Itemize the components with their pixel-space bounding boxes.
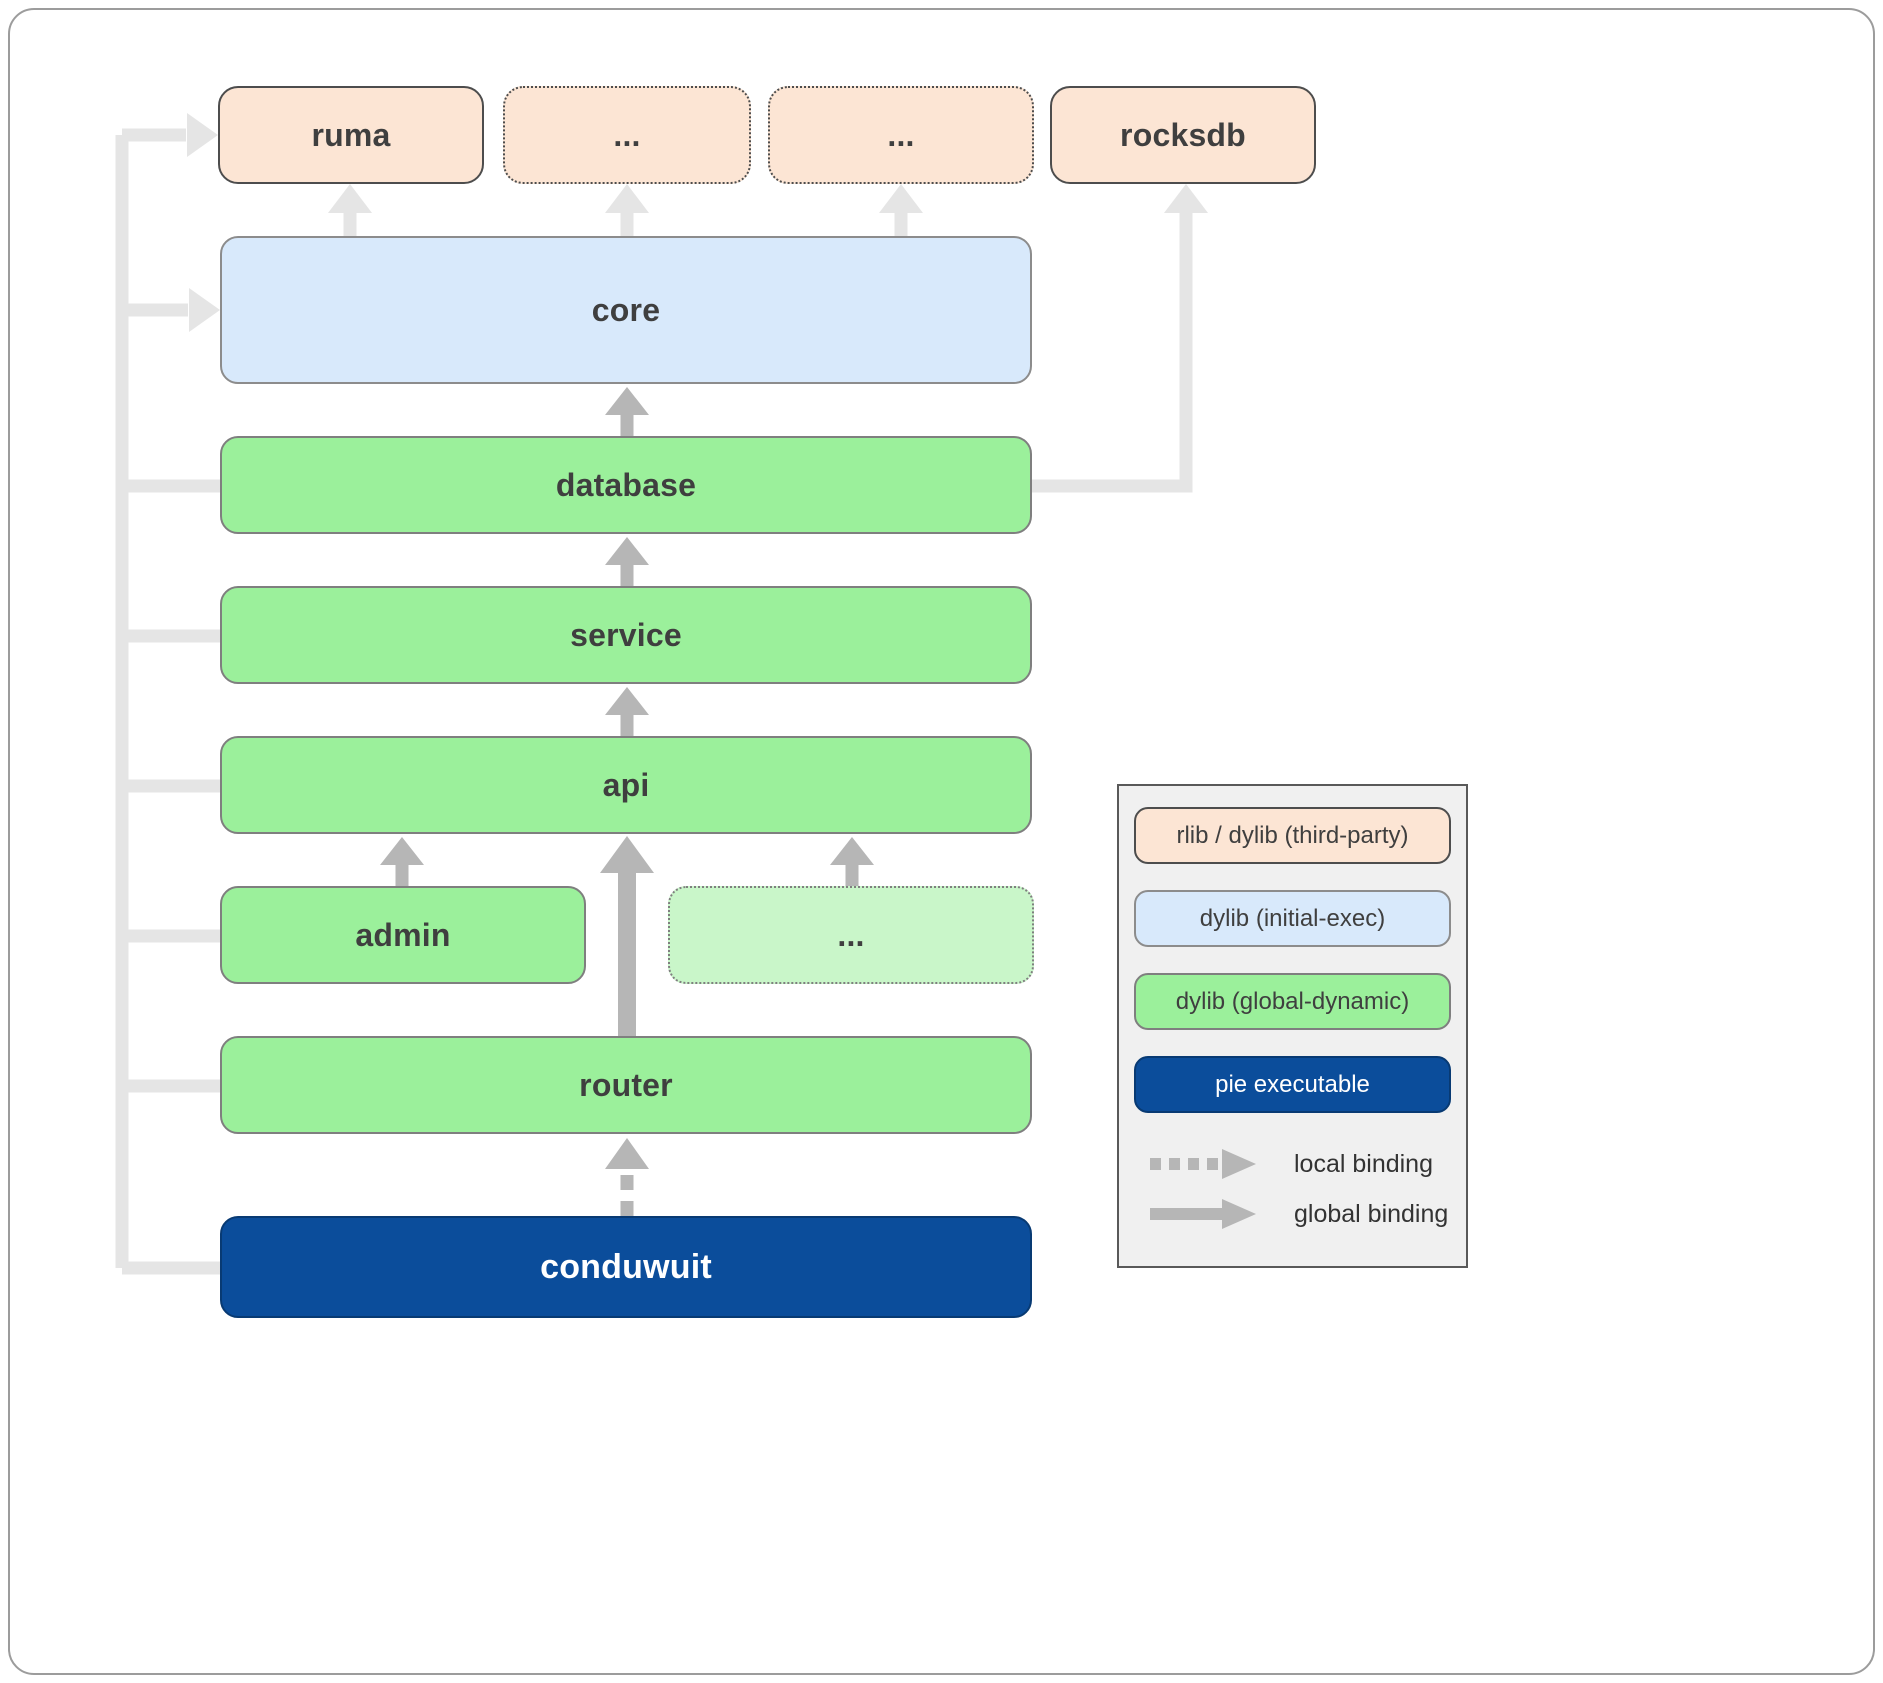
node-label: core (591, 291, 661, 328)
arrow-router-to-api (600, 836, 654, 1036)
node-core: core (220, 236, 1032, 384)
local-binding-arrow-icon (1150, 1149, 1256, 1179)
arrow-database-to-core (605, 387, 649, 436)
node-ruma: ruma (218, 86, 484, 184)
legend-chip-label: dylib (initial-exec) (1199, 904, 1386, 932)
arrow-ellipsis-to-api (830, 837, 874, 886)
node-label: api (602, 766, 650, 803)
node-ellipsis-top-1: ... (503, 86, 751, 184)
legend-binding-global: global binding (1146, 1189, 1451, 1239)
legend-binding-label: local binding (1294, 1149, 1433, 1178)
legend-panel: rlib / dylib (third-party) dylib (initia… (1117, 784, 1468, 1268)
arrow-core-to-ellipsis-1 (605, 184, 649, 236)
arrow-conduwuit-to-router-local (605, 1138, 649, 1216)
arrow-api-to-service (605, 687, 649, 736)
node-conduwuit: conduwuit (220, 1216, 1032, 1318)
legend-chip-global-dynamic: dylib (global-dynamic) (1134, 973, 1451, 1030)
arrow-database-to-rocksdb (1032, 184, 1208, 493)
node-label: admin (355, 916, 451, 953)
node-admin: admin (220, 886, 586, 984)
legend-chip-initial-exec: dylib (initial-exec) (1134, 890, 1451, 947)
node-label: ... (613, 116, 641, 153)
legend-chip-label: rlib / dylib (third-party) (1176, 821, 1409, 849)
node-label: service (570, 616, 682, 653)
arrow-admin-to-api (380, 837, 424, 886)
legend-binding-local: local binding (1146, 1139, 1451, 1189)
node-label: ... (837, 916, 865, 953)
node-router: router (220, 1036, 1032, 1134)
node-label: database (555, 466, 697, 503)
node-label: router (579, 1066, 673, 1103)
global-binding-arrow-icon (1150, 1199, 1256, 1229)
arrow-service-to-database (605, 537, 649, 586)
node-label: conduwuit (540, 1247, 712, 1286)
node-ellipsis-top-2: ... (768, 86, 1034, 184)
legend-chip-label: pie executable (1215, 1070, 1370, 1098)
node-ellipsis-components: ... (668, 886, 1034, 984)
node-label: ... (887, 116, 915, 153)
legend-chip-pie-executable: pie executable (1134, 1056, 1451, 1113)
node-service: service (220, 586, 1032, 684)
global-binding-trunk (115, 113, 220, 1275)
legend-chip-label: dylib (global-dynamic) (1175, 987, 1410, 1015)
node-rocksdb: rocksdb (1050, 86, 1316, 184)
node-database: database (220, 436, 1032, 534)
arrow-core-to-ellipsis-2 (879, 184, 923, 236)
legend-binding-label: global binding (1294, 1199, 1449, 1228)
node-label: ruma (311, 116, 391, 153)
legend-chip-third-party: rlib / dylib (third-party) (1134, 807, 1451, 864)
node-api: api (220, 736, 1032, 834)
arrow-core-to-ruma (328, 184, 372, 236)
node-label: rocksdb (1120, 116, 1246, 153)
